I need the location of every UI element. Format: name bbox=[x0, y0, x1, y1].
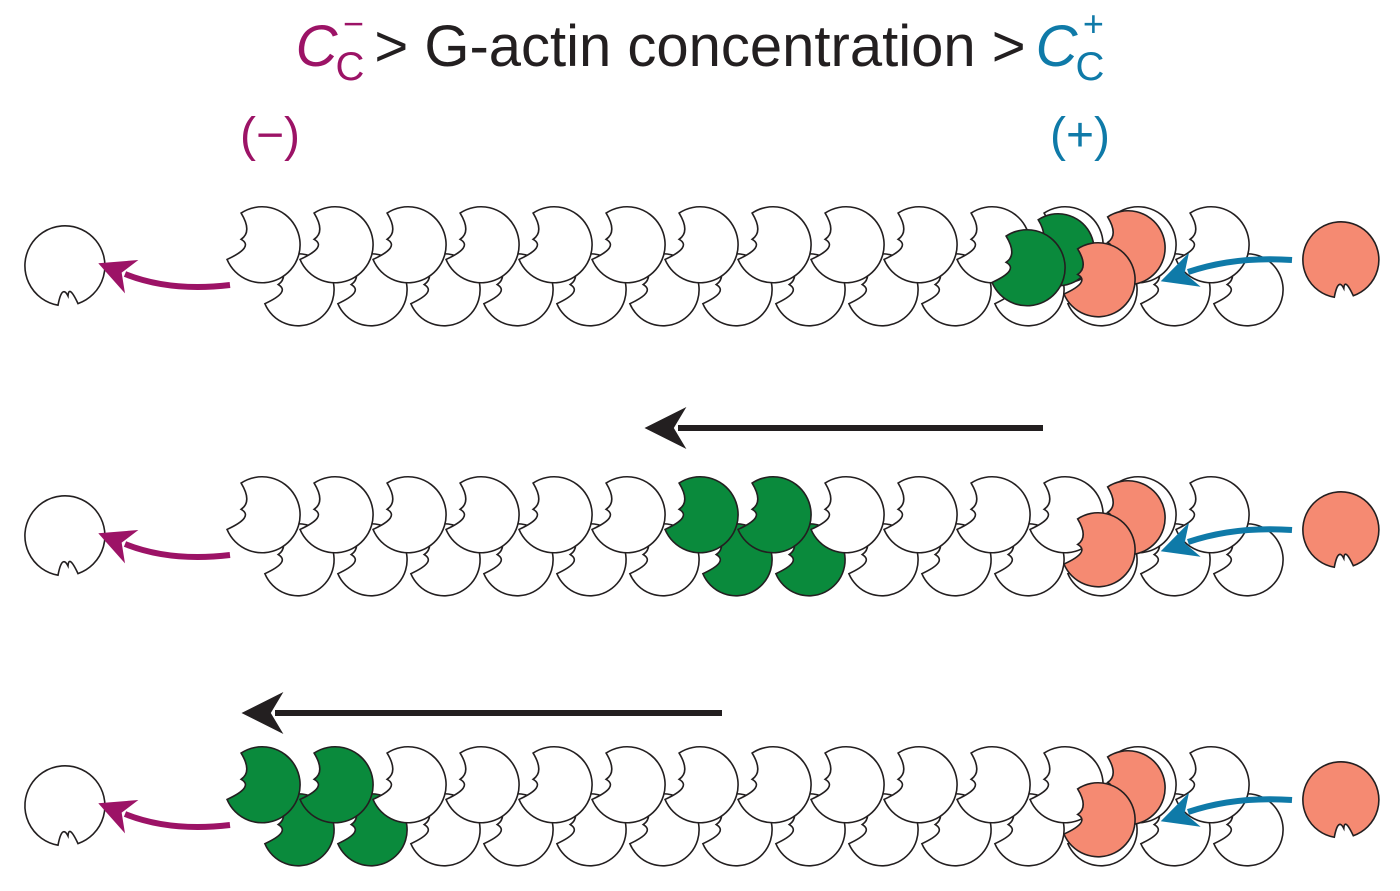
filament-subunit bbox=[591, 746, 666, 824]
association-arrow bbox=[1160, 522, 1293, 557]
filament-subunit bbox=[1175, 476, 1250, 554]
association-arrow bbox=[1160, 792, 1293, 827]
tracked-subunit bbox=[226, 746, 301, 824]
tracked-subunit bbox=[299, 746, 374, 824]
figure-title: CC−> G-actin concentration >CC+ bbox=[0, 6, 1400, 88]
filament-subunit bbox=[810, 746, 885, 824]
filament-row-3 bbox=[24, 746, 1380, 867]
filament-subunit bbox=[299, 206, 374, 284]
filament-subunit bbox=[372, 746, 447, 824]
filament-subunit bbox=[518, 206, 593, 284]
association-arrow bbox=[1160, 252, 1293, 287]
filament-subunit bbox=[226, 476, 301, 554]
dissociating-monomer bbox=[24, 495, 106, 577]
new-subunit bbox=[1062, 241, 1136, 318]
dissociation-arrow bbox=[98, 529, 231, 564]
critical-concentration-minus: CC− bbox=[295, 3, 365, 89]
dissociation-arrow bbox=[98, 259, 231, 294]
tracked-subunit bbox=[664, 476, 739, 554]
filament-subunit bbox=[810, 206, 885, 284]
filament-subunit bbox=[664, 746, 739, 824]
actin-filament bbox=[226, 476, 1284, 597]
associating-monomer bbox=[1302, 761, 1380, 839]
title-middle-text: > G-actin concentration > bbox=[374, 14, 1026, 79]
filament-subunit bbox=[591, 206, 666, 284]
filament-subunit bbox=[883, 476, 958, 554]
filament-subunit bbox=[518, 476, 593, 554]
filament-subunit bbox=[445, 746, 520, 824]
filament-subunit bbox=[591, 476, 666, 554]
dissociating-monomer bbox=[24, 765, 106, 847]
filament-subunit bbox=[372, 476, 447, 554]
tracked-subunit bbox=[737, 476, 812, 554]
critical-concentration-plus: CC+ bbox=[1035, 3, 1105, 89]
filament-subunit bbox=[810, 476, 885, 554]
associating-monomer bbox=[1302, 491, 1380, 569]
filament-subunit bbox=[518, 746, 593, 824]
filament-subunit bbox=[372, 206, 447, 284]
associating-monomer bbox=[1302, 221, 1380, 299]
filament-subunit bbox=[664, 206, 739, 284]
filament-subunit bbox=[956, 476, 1031, 554]
filament-row-1 bbox=[24, 206, 1380, 327]
filament-subunit bbox=[883, 746, 958, 824]
filament-row-2 bbox=[24, 476, 1380, 597]
tracked-subunit bbox=[991, 229, 1066, 307]
actin-filament bbox=[226, 206, 1284, 327]
new-subunit bbox=[1062, 781, 1136, 858]
plus-end-label: (+) bbox=[1050, 109, 1110, 162]
filament-subunit bbox=[226, 206, 301, 284]
filament-subunit bbox=[737, 746, 812, 824]
filament-subunit bbox=[445, 206, 520, 284]
filament-subunit bbox=[737, 206, 812, 284]
actin-filament bbox=[226, 746, 1284, 867]
minus-end-label: (−) bbox=[240, 109, 300, 162]
dissociating-monomer bbox=[24, 225, 106, 307]
dissociation-arrow bbox=[98, 799, 231, 834]
filament-subunit bbox=[1175, 746, 1250, 824]
filament-subunit bbox=[956, 746, 1031, 824]
filament-subunit bbox=[1175, 206, 1250, 284]
filament-subunit bbox=[883, 206, 958, 284]
filament-subunit bbox=[445, 476, 520, 554]
new-subunit bbox=[1062, 511, 1136, 588]
filament-subunit bbox=[299, 476, 374, 554]
